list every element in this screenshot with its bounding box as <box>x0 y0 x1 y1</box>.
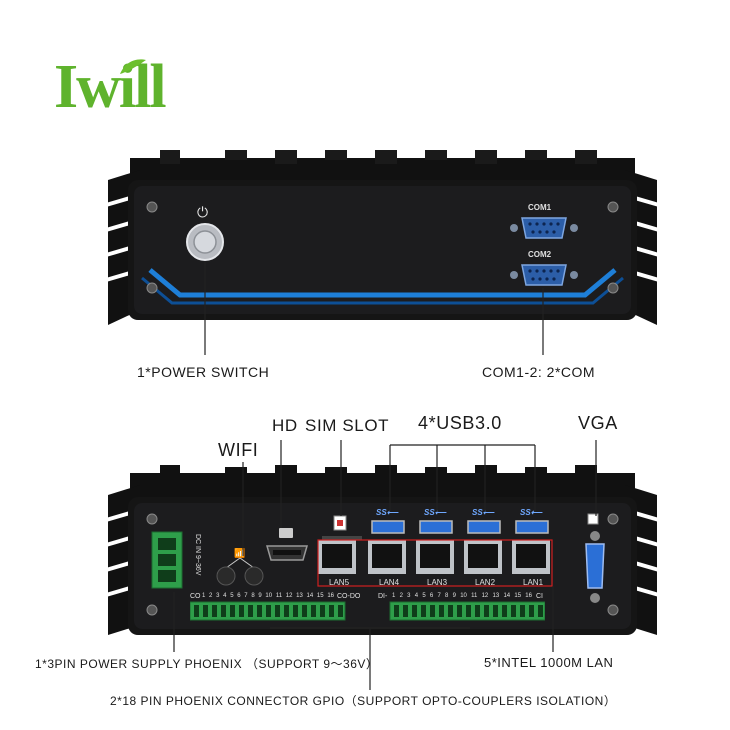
sim-slot-callout: SIM SLOT <box>305 416 390 435</box>
wifi-callout: WIFI <box>218 440 259 460</box>
gpio-pin-number: 2 <box>399 593 403 599</box>
com2-port[interactable] <box>508 262 580 288</box>
brand-logo: Iwill <box>54 53 167 121</box>
gpio-pin-number: 13 <box>296 593 303 599</box>
gpio-phoenix-connectors[interactable] <box>190 592 545 622</box>
gpio-pin-number: 15 <box>514 593 522 599</box>
lan2-label: LAN2 <box>475 578 496 587</box>
power-supply-callout: 1*3PIN POWER SUPPLY PHOENIX （SUPPORT 9～3… <box>35 657 379 671</box>
gpio-pin-number: 7 <box>437 593 441 599</box>
sim-slot-opening <box>322 536 362 540</box>
lan3-label: LAN3 <box>427 578 448 587</box>
gpio-pin-number: 7 <box>244 593 248 599</box>
svg-text:SS⟵: SS⟵ <box>472 508 495 517</box>
com-callout: COM1-2: 2*COM <box>482 364 596 380</box>
gpio-pin-number: 1 <box>392 593 396 599</box>
gpio-left-suffix: CO-DO <box>337 593 361 600</box>
vga-callout: VGA <box>578 413 618 433</box>
sim-slot[interactable] <box>330 512 352 534</box>
com1-label: COM1 <box>528 203 552 212</box>
gpio-callout: 2*18 PIN PHOENIX CONNECTOR GPIO（SUPPORT … <box>110 694 617 708</box>
com2-label: COM2 <box>528 250 552 259</box>
gpio-pin-number: 15 <box>316 593 324 599</box>
gpio-pin-number: 11 <box>471 593 478 599</box>
gpio-pin-number: 5 <box>422 593 426 599</box>
gpio-pin-number: 11 <box>275 593 283 599</box>
svg-text:SS⟵: SS⟵ <box>376 508 399 517</box>
gpio-left-prefix: CO <box>190 593 201 600</box>
gpio-pin-number: 8 <box>445 593 449 599</box>
leaf-icon <box>120 59 146 74</box>
svg-text:SS⟵: SS⟵ <box>520 508 543 517</box>
gpio-pin-number: 12 <box>285 593 293 599</box>
usb-callout: 4*USB3.0 <box>418 413 502 433</box>
gpio-pin-number: 5 <box>230 593 234 599</box>
gpio-pin-number: 2 <box>209 593 213 599</box>
gpio-pin-number: 4 <box>223 593 227 599</box>
gpio-pin-number: 10 <box>460 593 467 599</box>
gpio-pin-number: 14 <box>503 593 511 599</box>
gpio-pin-number: 1 <box>202 593 206 599</box>
gpio-pin-number: 3 <box>407 593 411 599</box>
gpio-pin-number: 8 <box>251 593 255 599</box>
front-panel-device <box>105 150 660 325</box>
gpio-pin-number: 13 <box>492 593 500 599</box>
gpio-pin-number: 9 <box>452 593 456 599</box>
power-button[interactable] <box>185 222 225 262</box>
lan5-label: LAN5 <box>329 578 350 587</box>
gpio-pin-number: 4 <box>414 593 419 599</box>
gpio-pin-number: 12 <box>481 593 489 599</box>
gpio-pin-number: 6 <box>237 593 241 599</box>
power-symbol-icon: ⏻ <box>197 204 209 220</box>
power-phoenix-connector[interactable] <box>150 530 184 590</box>
wifi-icon: 📶 <box>234 548 246 558</box>
gpio-pin-number: 6 <box>429 593 434 599</box>
usb-ports[interactable]: SS⟵ SS⟵ SS⟵ SS⟵ <box>360 505 560 539</box>
hd-callout: HD <box>272 416 298 435</box>
dc-in-label: DC IN 9~36V <box>194 534 201 576</box>
gpio-right-prefix: DI- <box>378 593 388 600</box>
hdmi-port[interactable] <box>265 526 309 570</box>
svg-text:SS⟵: SS⟵ <box>424 508 447 517</box>
lan-callout: 5*INTEL 1000M LAN <box>484 655 614 670</box>
wifi-antenna-ports[interactable] <box>212 548 268 588</box>
gpio-pin-number: 14 <box>306 593 314 599</box>
lan1-label: LAN1 <box>523 578 544 587</box>
com1-port[interactable] <box>508 215 580 241</box>
power-switch-callout: 1*POWER SWITCH <box>137 364 270 380</box>
lan4-label: LAN4 <box>379 578 400 587</box>
vga-port[interactable] <box>580 510 610 610</box>
gpio-pin-number: 16 <box>525 593 532 599</box>
gpio-pin-number: 16 <box>327 593 334 599</box>
gpio-pin-number: 9 <box>258 593 262 599</box>
gpio-right-suffix: CI <box>536 593 543 600</box>
gpio-pin-number: 3 <box>216 593 220 599</box>
gpio-pin-number: 10 <box>265 593 273 599</box>
